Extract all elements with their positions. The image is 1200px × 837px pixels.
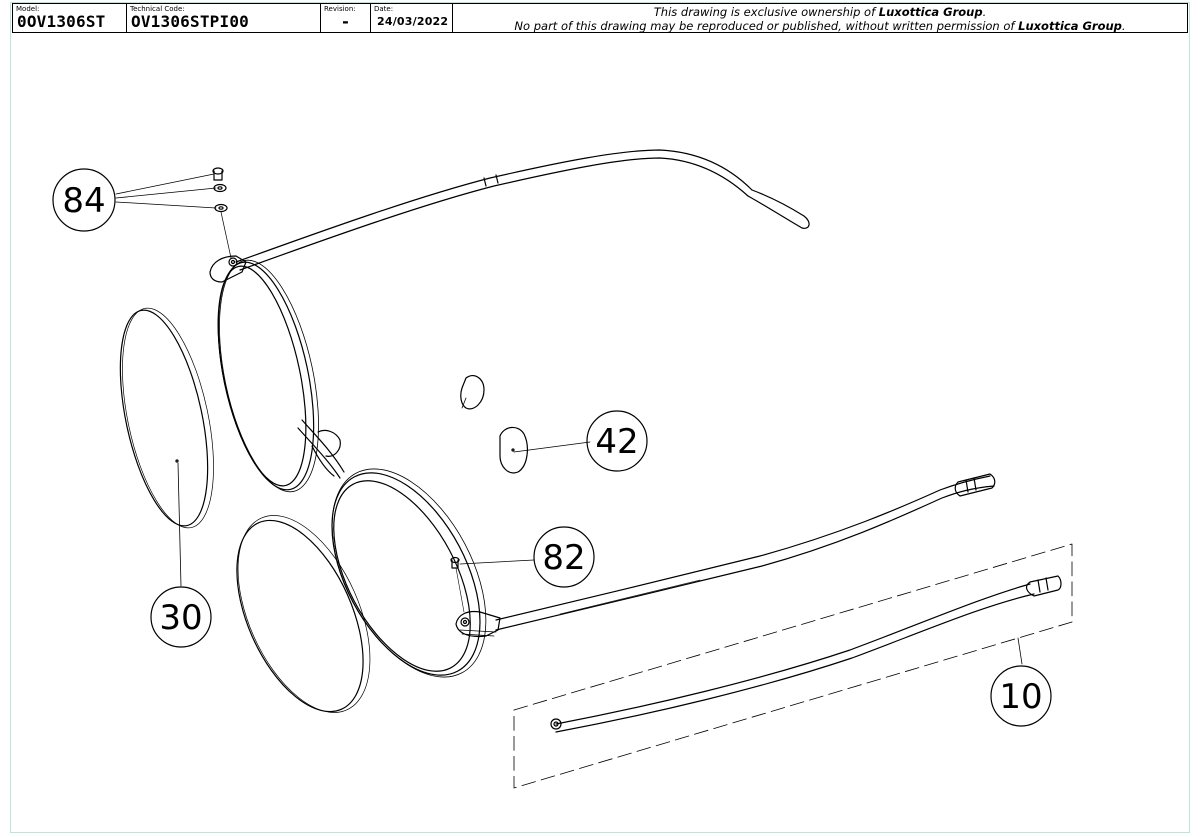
lens-30 xyxy=(119,307,214,529)
left-front-rim xyxy=(217,259,319,493)
bridge xyxy=(297,419,345,479)
revision-label: Revision: xyxy=(324,5,356,13)
callout-10: 10 xyxy=(999,677,1042,717)
screw-82 xyxy=(450,556,465,613)
callout-30: 30 xyxy=(159,598,202,638)
leader-lines xyxy=(115,173,1023,665)
callout-42: 42 xyxy=(595,422,638,462)
model-value: 0OV1306ST xyxy=(17,12,106,31)
technical-code-label: Technical Code: xyxy=(130,5,185,13)
callout-84: 84 xyxy=(62,181,105,221)
revision-value: - xyxy=(340,12,351,31)
ownership-notice: This drawing is exclusive ownership of L… xyxy=(453,4,1187,33)
owner-name: Luxottica Group xyxy=(1018,19,1122,33)
right-hinge xyxy=(455,610,501,638)
callout-circle-42 xyxy=(586,410,648,472)
model-cell: Model: 0OV1306ST xyxy=(13,4,127,32)
title-block: Model: 0OV1306ST Technical Code: OV1306S… xyxy=(12,3,1188,33)
callout-circles xyxy=(52,168,1052,727)
model-label: Model: xyxy=(16,5,40,13)
right-temple xyxy=(495,473,996,631)
owner-name: Luxottica Group xyxy=(878,5,983,19)
callout-circle-82 xyxy=(533,526,595,588)
left-temple xyxy=(235,149,810,271)
technical-code-cell: Technical Code: OV1306STPI00 xyxy=(127,4,321,32)
date-value: 24/03/2022 xyxy=(377,15,449,28)
callout-82: 82 xyxy=(542,538,585,578)
technical-code-value: OV1306STPI00 xyxy=(131,12,249,31)
lens-right xyxy=(236,515,371,713)
callout-circle-10 xyxy=(990,665,1052,727)
callout-circle-84 xyxy=(52,168,116,232)
screw-and-washers-84 xyxy=(212,167,232,259)
revision-cell: Revision: - xyxy=(321,4,371,32)
callout-circle-30 xyxy=(150,586,212,648)
right-front-rim xyxy=(331,468,487,678)
date-cell: Date: 24/03/2022 xyxy=(371,4,453,32)
spare-temple-10 xyxy=(513,543,1073,789)
left-hinge xyxy=(209,255,247,283)
date-label: Date: xyxy=(374,5,394,13)
nose-pads-42 xyxy=(460,375,528,474)
sheet-frame xyxy=(10,2,1190,833)
notice-line-2: No part of this drawing may be reproduce… xyxy=(514,19,1126,33)
notice-line-1: This drawing is exclusive ownership of L… xyxy=(653,5,987,19)
